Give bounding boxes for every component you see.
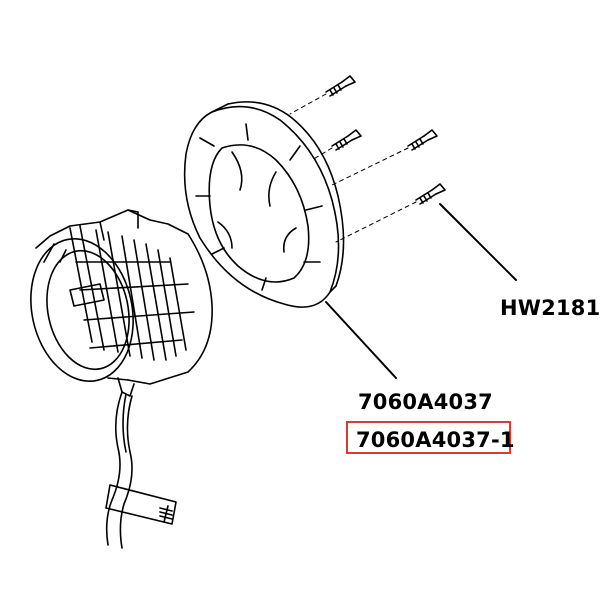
part-label-ring: 7060A4037 [358,390,493,414]
fan-housing [30,209,213,397]
leader-lines [325,203,517,379]
mounting-ring [183,101,345,308]
part-label-screw: HW2181 [500,296,600,320]
power-cable [105,391,177,549]
highlight-box [346,421,511,454]
assembly-lines [289,93,417,243]
part-label-ring-variant: 7060A4037-1 [356,428,515,452]
screws [325,75,446,205]
